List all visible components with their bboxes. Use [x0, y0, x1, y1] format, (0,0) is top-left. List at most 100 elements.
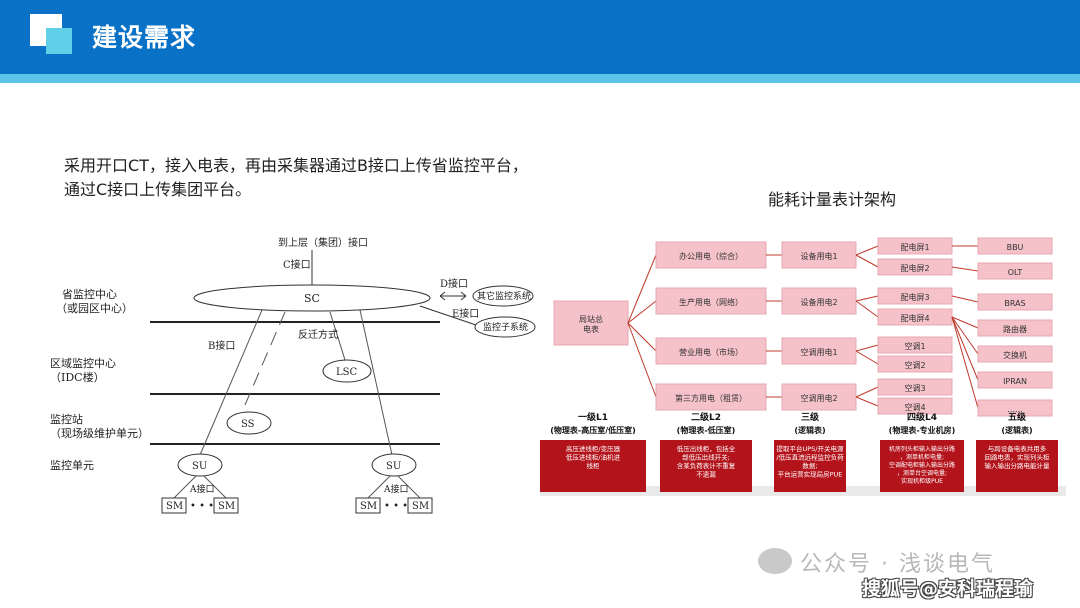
province-center-sub: （或园区中心） [56, 302, 133, 315]
l5-box-1-label: BBU [1007, 243, 1024, 252]
l2-box-2 [655, 287, 767, 315]
level-4-title: 四级L4 [907, 411, 937, 423]
dots-right: • • • [384, 501, 408, 512]
region-center-label: 区域监控中心 [50, 356, 116, 370]
b-interface-label: B接口 [208, 339, 235, 352]
l5-box-6 [977, 371, 1053, 389]
description-text: 采用开口CT，接入电表，再由采集器通过B接口上传省监控平台，通过C接口上传集团平… [64, 156, 528, 199]
sm-label-1: SM [166, 501, 183, 512]
l3-box-2-label: 设备用电2 [800, 297, 837, 307]
sc-label: SC [304, 292, 320, 305]
l4-box-3-label: 配电屏3 [900, 292, 929, 302]
sm-label-3: SM [360, 501, 377, 512]
edge-l3-l4-8 [855, 396, 879, 407]
top-interface-label: 到上层（集团）接口 [278, 236, 368, 249]
level-3-desc: 提取平台UPS/开关电源/低压直流远程监控负荷数据;平台运营实现局房PUE [776, 444, 844, 479]
d-interface-label: D接口 [440, 277, 468, 290]
l4-box-5 [877, 336, 953, 354]
e-interface-label: E接口 [452, 307, 479, 320]
level-2-subtitle: (物理表-低压室) [677, 425, 736, 435]
l4-box-7-label: 空调3 [904, 383, 925, 393]
level-2-desc: 低压出线柜，包括全部低压出线开关;含某负荷表计不重复不遗漏 [677, 444, 736, 479]
province-center-label: 省监控中心 [62, 287, 117, 301]
edge-l4-l5-4 [951, 316, 979, 329]
lsc-node [322, 359, 372, 383]
l4-box-5-label: 空调1 [904, 341, 925, 351]
other-system-label: 其它监控系统 [477, 290, 531, 302]
sm-box-2 [213, 497, 239, 514]
edge-root-l2-1 [627, 254, 657, 324]
root-meter-box-label: 局站总电表 [579, 314, 603, 334]
region-center-sub: （IDC楼） [50, 370, 105, 384]
l4-box-6-label: 空调2 [904, 360, 925, 370]
edge-root-l2-2 [627, 300, 657, 324]
l5-box-4 [977, 319, 1053, 337]
edge-root-l2-3 [627, 322, 657, 352]
root-meter-box [553, 300, 629, 346]
level-4-subtitle: (物理表-专业机房) [889, 425, 956, 435]
ss-node [226, 411, 272, 435]
edge-l3-l4-7 [855, 386, 879, 398]
edge-l3-l4-1 [855, 245, 879, 256]
level-4-desc-box [880, 440, 964, 492]
monitor-unit-label: 监控单元 [50, 458, 94, 472]
l5-box-5-label: 交换机 [1003, 350, 1027, 360]
sm-box-1 [161, 497, 187, 514]
station-label: 监控站 [50, 412, 83, 426]
l2-box-4 [655, 383, 767, 411]
level-2-title: 二级L2 [691, 411, 721, 423]
a-interface-left: A接口 [189, 483, 215, 495]
l4-box-6 [877, 355, 953, 373]
edge-l4-l5-2 [951, 266, 979, 272]
header-stripe [0, 74, 1080, 83]
reverse-mode-label: 反迁方式 [298, 328, 338, 341]
l4-box-2-label: 配电屏2 [900, 263, 929, 273]
sc-node [193, 284, 431, 312]
level-3-subtitle: (逻辑表) [794, 425, 825, 435]
l2-box-1 [655, 241, 767, 269]
station-sub: （现场级维护单元） [50, 426, 149, 440]
level-5-subtitle: (逻辑表) [1001, 425, 1032, 435]
l2-box-2-label: 生产用电（网络） [679, 297, 743, 307]
l5-box-3 [977, 293, 1053, 311]
edge-l3-l4-5 [855, 344, 879, 352]
l3-box-2 [781, 287, 857, 315]
su-node-left [177, 453, 223, 477]
header-bar [0, 0, 1080, 74]
l4-box-4-label: 配电屏4 [900, 313, 929, 323]
level-1-desc: 高压进线柜/变压器低压进线柜/油机进线柜 [566, 444, 621, 470]
l5-box-2-label: OLT [1008, 268, 1023, 277]
lsc-label: LSC [336, 367, 357, 378]
l5-box-4-label: 路由器 [1003, 324, 1027, 334]
l5-box-3-label: BRAS [1004, 299, 1025, 308]
monitor-subsystem-label: 监控子系统 [483, 321, 528, 333]
l2-box-1-label: 办公用电（综合） [679, 251, 743, 261]
su-node-right [371, 453, 417, 477]
l3-box-4 [781, 383, 857, 411]
edge-l4-l5-3 [951, 295, 979, 303]
edge-l4-l5-5 [951, 316, 979, 355]
l5-box-5 [977, 345, 1053, 363]
level-4-desc: 机房列头柜输入输出分路，测单机柜电量;空调配电柜输入输出分路，测单台空调电量;实… [889, 445, 955, 485]
c-interface-label: C接口 [283, 258, 311, 271]
l5-box-2 [977, 262, 1053, 280]
wechat-watermark: 公众号 · 浅谈电气 [800, 552, 995, 577]
l5-box-6-label: IPRAN [1003, 377, 1027, 386]
l4-box-8-label: 空调4 [904, 402, 925, 412]
ss-label: SS [241, 419, 255, 430]
l2-box-3 [655, 337, 767, 365]
level-3-desc-box [774, 440, 846, 492]
level-5-desc: 与跨设备电表共用多回路电表，实现列头柜输入输出分路电能计量 [985, 444, 1051, 470]
edge-l4-l5-7 [951, 316, 979, 409]
sohu-watermark: 搜狐号@安科瑞程瑜 [862, 578, 1034, 600]
other-system-node [472, 285, 534, 307]
l3-box-1-label: 设备用电1 [800, 251, 837, 261]
level-5-title: 五级 [1008, 411, 1027, 423]
sm-label-4: SM [412, 501, 429, 512]
monitor-subsystem-node [474, 316, 536, 338]
level-3-title: 三级 [801, 411, 820, 423]
edge-root-l2-4 [627, 322, 657, 398]
edge-l3-l4-2 [855, 254, 879, 268]
level-2-desc-box [660, 440, 752, 492]
